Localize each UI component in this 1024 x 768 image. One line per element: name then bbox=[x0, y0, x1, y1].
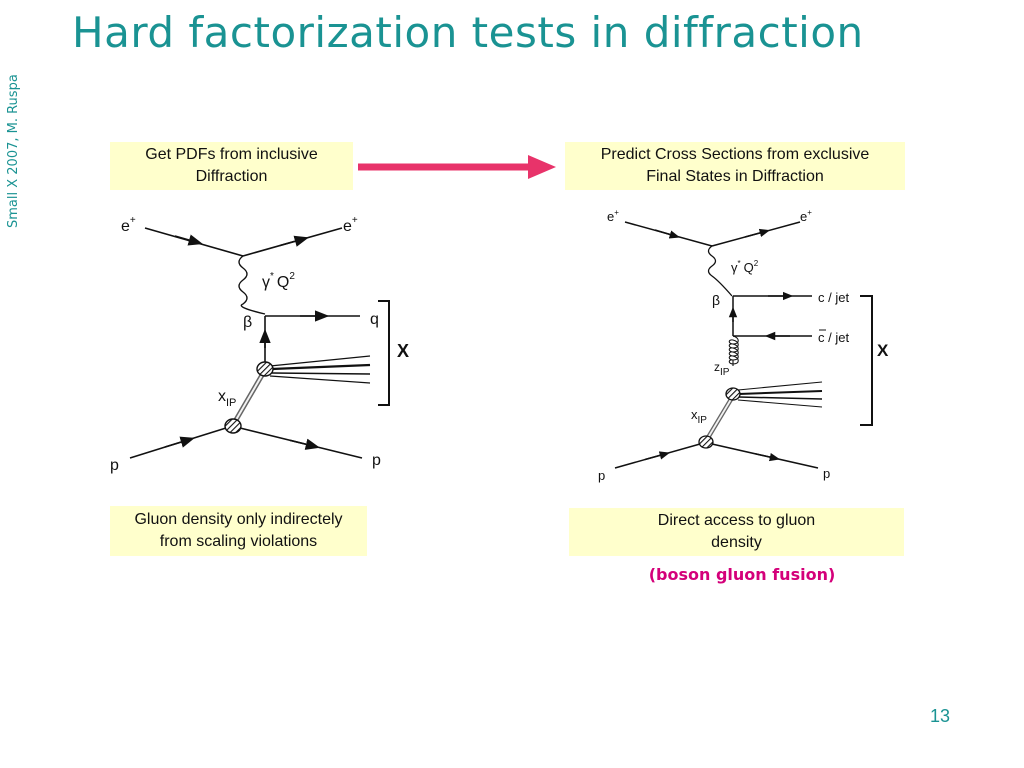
svg-text:γ*Q2: γ*Q2 bbox=[262, 271, 295, 291]
svg-text:p: p bbox=[823, 466, 830, 481]
svg-text:xIP: xIP bbox=[691, 407, 707, 426]
page-number: 13 bbox=[930, 706, 951, 726]
svg-text:e+: e+ bbox=[121, 215, 136, 235]
svg-text:zIP: zIP bbox=[714, 360, 730, 378]
svg-text:e+: e+ bbox=[607, 208, 619, 224]
left-bottom-box: Gluon density only indirectely from scal… bbox=[110, 506, 367, 556]
left-photon-line bbox=[238, 255, 266, 315]
svg-text:xIP: xIP bbox=[218, 388, 236, 409]
left-top-box: Get PDFs from inclusive Diffraction bbox=[110, 142, 353, 190]
right-lower-blob bbox=[698, 435, 714, 449]
left-upper-blob bbox=[256, 361, 274, 377]
right-top-box-text: Predict Cross Sections from exclusive Fi… bbox=[600, 145, 870, 185]
left-top-box-text: Get PDFs from inclusive Diffraction bbox=[145, 145, 318, 185]
right-feynman-diagram bbox=[614, 221, 873, 469]
svg-text:p: p bbox=[110, 457, 119, 474]
right-x-bracket bbox=[860, 295, 873, 426]
left-diagram-labels: e+ e+ γ*Q2 β q X xIP p p bbox=[110, 215, 409, 474]
svg-text:c / jet: c / jet bbox=[818, 330, 849, 345]
right-top-box: Predict Cross Sections from exclusive Fi… bbox=[565, 142, 905, 190]
left-bottom-box-text: Gluon density only indirectely from scal… bbox=[134, 510, 343, 550]
svg-text:β: β bbox=[712, 292, 720, 308]
left-feynman-diagram bbox=[129, 227, 390, 459]
left-lower-blob bbox=[224, 418, 242, 434]
right-photon-line bbox=[707, 245, 733, 297]
svg-text:e+: e+ bbox=[800, 208, 812, 224]
svg-text:X: X bbox=[397, 341, 409, 361]
pink-arrow bbox=[358, 155, 556, 179]
right-upper-blob bbox=[725, 387, 741, 401]
right-bottom-box-text: Direct access to gluon density bbox=[657, 511, 816, 551]
svg-text:c / jet: c / jet bbox=[818, 290, 849, 305]
svg-text:β: β bbox=[243, 314, 252, 331]
svg-text:p: p bbox=[372, 452, 381, 469]
right-bottom-box: Direct access to gluon density bbox=[569, 508, 904, 556]
svg-text:X: X bbox=[877, 341, 889, 360]
svg-text:q: q bbox=[370, 311, 379, 328]
svg-text:e+: e+ bbox=[343, 215, 358, 235]
svg-text:p: p bbox=[598, 468, 605, 483]
slide-title: Hard factorization tests in diffraction bbox=[72, 8, 864, 57]
svg-text:γ*Q2: γ*Q2 bbox=[731, 259, 759, 275]
right-diagram-labels: e+ e+ γ*Q2 β c / jet c / jet zIP xIP X p… bbox=[598, 208, 889, 483]
right-gluon-line bbox=[728, 335, 739, 366]
boson-gluon-fusion-note: (boson gluon fusion) bbox=[648, 565, 836, 584]
left-x-bracket bbox=[378, 300, 390, 406]
